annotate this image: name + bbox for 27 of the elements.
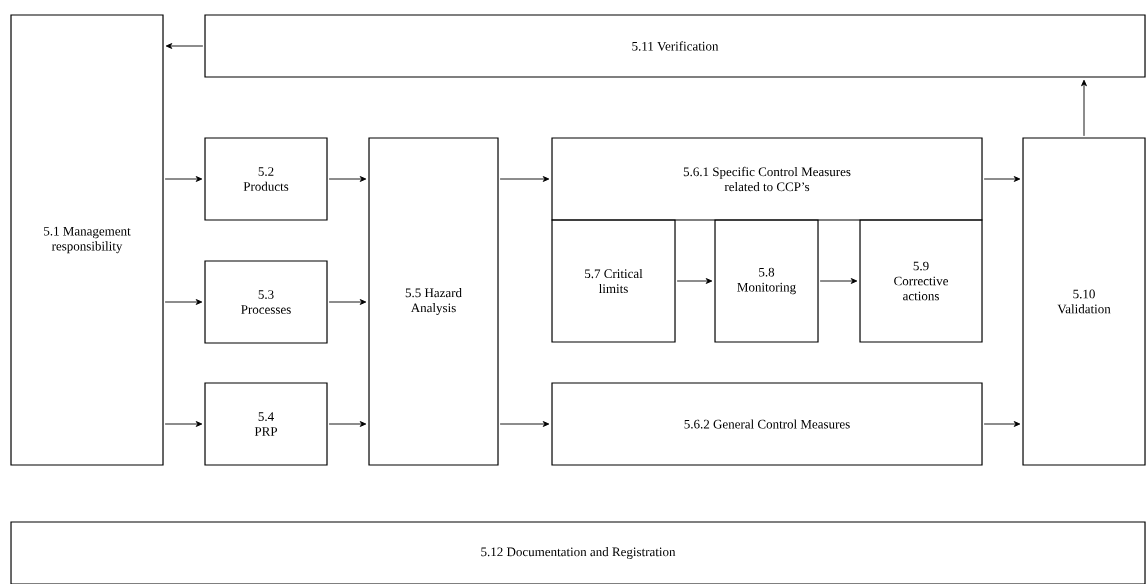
- arrow: [164, 421, 203, 427]
- process-box: 5.5 Hazard Analysis: [368, 137, 499, 466]
- process-box: 5.3 Processes: [204, 260, 328, 344]
- arrow: [983, 176, 1021, 182]
- arrow: [165, 43, 204, 49]
- arrow: [328, 176, 367, 182]
- process-box: 5.4 PRP: [204, 382, 328, 466]
- arrow: [164, 176, 203, 182]
- process-box: 5.11 Verification: [204, 14, 1146, 78]
- arrow: [328, 421, 367, 427]
- arrow: [819, 278, 858, 284]
- arrow: [499, 421, 550, 427]
- process-box: 5.10 Validation: [1022, 137, 1146, 466]
- arrow: [328, 299, 367, 305]
- process-box: 5.6.2 General Control Measures: [551, 382, 983, 466]
- process-box: 5.8 Monitoring: [714, 219, 819, 343]
- arrow: [164, 299, 203, 305]
- process-box: 5.1 Management responsibility: [10, 14, 164, 466]
- arrow: [1081, 79, 1087, 137]
- process-box: 5.6.1 Specific Control Measures related to CCP’s: [551, 137, 983, 221]
- arrow: [499, 176, 550, 182]
- process-box: 5.9 Corrective actions: [859, 219, 983, 343]
- process-box: 5.2 Products: [204, 137, 328, 221]
- process-box: 5.12 Documentation and Registration: [10, 521, 1146, 584]
- arrow: [983, 421, 1021, 427]
- process-box: 5.7 Critical limits: [551, 219, 676, 343]
- arrow: [676, 278, 713, 284]
